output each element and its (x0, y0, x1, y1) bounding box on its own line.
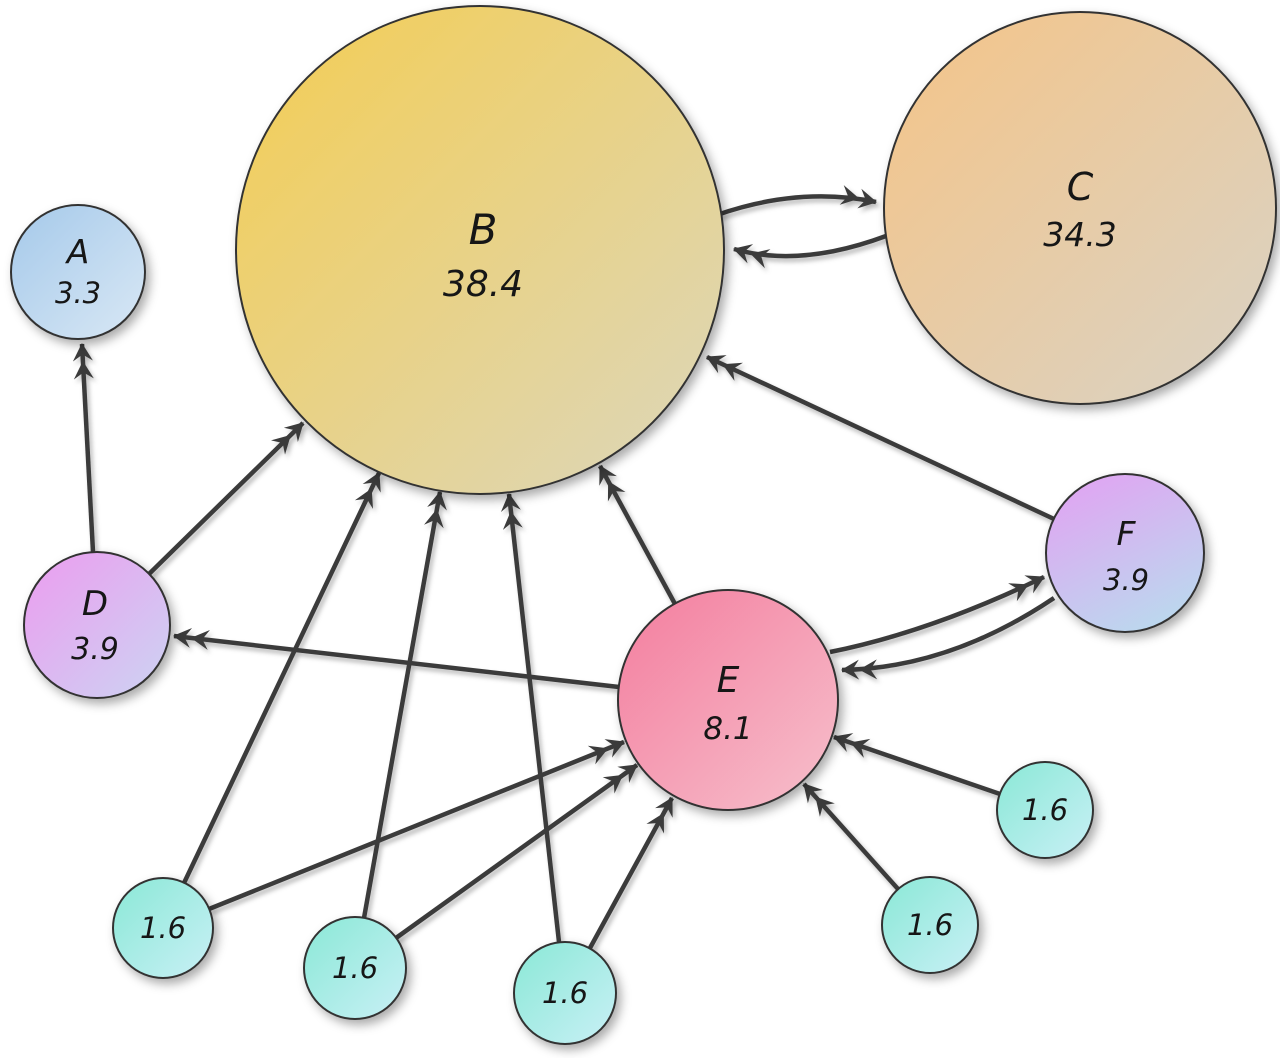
edge-B-to-C-arrow (713, 185, 877, 219)
node-E-value: 8.1 (703, 711, 752, 747)
node-A-circle (10, 204, 146, 340)
edge-E-to-F-arrow (829, 574, 1045, 655)
edge-small2-to-E-arrow (394, 763, 639, 940)
node-B-value: 38.4 (443, 264, 523, 305)
node-C-value: 34.3 (1043, 215, 1116, 254)
node-A-value: 3.3 (55, 276, 101, 310)
edge-D-to-B-arrow (147, 421, 305, 576)
node-small2: 1.6 (303, 916, 407, 1020)
edge-C-to-B-arrow (733, 233, 887, 269)
node-A: A 3.3 (10, 204, 146, 340)
node-small1-value: 1.6 (140, 911, 186, 945)
edge-D-to-A-arrow (72, 343, 96, 553)
node-small3-circle (513, 941, 617, 1045)
node-small5-circle (996, 761, 1094, 859)
node-small4: 1.6 (881, 876, 979, 974)
node-small5: 1.6 (996, 761, 1094, 859)
edge-small1-to-E-arrow (208, 739, 625, 912)
node-C: C 34.3 (883, 11, 1277, 405)
edge-layer (72, 185, 1056, 950)
node-B-circle (235, 5, 725, 495)
edge-small4-to-E-arrow (802, 782, 900, 891)
node-small3-value: 1.6 (542, 976, 588, 1010)
edge-F-to-E-arrow (841, 596, 1056, 680)
node-F: F 3.9 (1045, 473, 1205, 633)
node-F-label: F (1117, 514, 1137, 553)
node-F-value: 3.9 (1103, 563, 1149, 597)
node-E: E 8.1 (617, 589, 839, 811)
node-B: B 38.4 (235, 5, 725, 495)
node-small4-value: 1.6 (907, 908, 953, 942)
node-B-label: B (469, 205, 498, 254)
node-E-circle (617, 589, 839, 811)
node-small3: 1.6 (513, 941, 617, 1045)
node-D-value: 3.9 (71, 632, 119, 667)
node-D-label: D (82, 584, 108, 624)
edge-small2-to-B-arrow (361, 491, 447, 919)
node-layer: B 38.4 C 34.3 A 3.3 D 3.9 E 8.1 (10, 5, 1277, 1045)
edge-small3-to-E-arrow (588, 796, 674, 950)
node-F-circle (1045, 473, 1205, 633)
node-D: D 3.9 (23, 551, 171, 699)
edge-small1-to-B-arrow (181, 472, 382, 884)
node-E-label: E (717, 660, 740, 701)
edge-E-to-D-arrow (173, 628, 620, 690)
node-small2-value: 1.6 (332, 951, 378, 985)
node-small1-circle (112, 877, 214, 979)
node-C-label: C (1067, 165, 1094, 209)
node-small2-circle (303, 916, 407, 1020)
node-A-label: A (65, 232, 90, 271)
node-small4-circle (881, 876, 979, 974)
edge-F-to-B-arrow (706, 354, 1055, 522)
node-D-circle (23, 551, 171, 699)
edge-small3-to-B-arrow (500, 493, 562, 943)
node-small1: 1.6 (112, 877, 214, 979)
node-small5-value: 1.6 (1022, 793, 1068, 827)
edge-small5-to-E-arrow (833, 733, 1001, 797)
edge-E-to-B-arrow (598, 464, 677, 606)
node-C-circle (883, 11, 1277, 405)
